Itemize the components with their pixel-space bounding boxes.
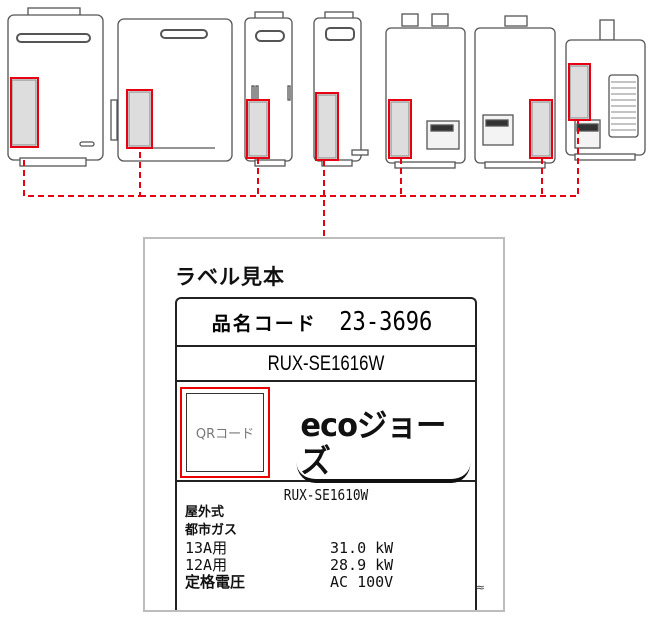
label-highlight [10, 77, 39, 148]
spec-label: 定格電圧 [185, 573, 246, 591]
spec-value: AC 100V [330, 573, 394, 591]
heater-2 [110, 18, 233, 162]
spec-block: RUX-SE1610W 屋外式 都市ガス 13A用 31.0 kW 12A用 28.… [177, 486, 475, 591]
spec-label: 13A用 [185, 539, 228, 557]
gas-type: 都市ガス [185, 523, 238, 538]
label-highlight [315, 92, 339, 161]
heater-6 [474, 15, 556, 169]
spec-model: RUX-SE1610W [283, 486, 369, 504]
heater-4 [313, 11, 369, 167]
label-sample-title: ラベル見本 [175, 265, 285, 289]
label-highlight [568, 63, 591, 121]
spec-value: 31.0 kW [330, 539, 394, 557]
spec-value: 28.9 kW [330, 556, 394, 574]
rating-label: 品名コード 23-3696 RUX-SE1616W QRコード ecoジョーズ … [175, 297, 477, 610]
spec-row: 12A用 28.9 kW [177, 557, 475, 574]
heater-3 [244, 11, 293, 167]
heater-1 [7, 7, 104, 167]
leader-lines [23, 120, 579, 237]
water-heater-lineup [7, 7, 646, 237]
model-name: RUX-SE1616W [267, 351, 385, 375]
heater-5 [385, 13, 466, 169]
model-row: RUX-SE1616W [177, 347, 475, 382]
spec-row: 13A用 31.0 kW [177, 540, 475, 557]
product-code-value: 23-3696 [338, 307, 433, 337]
eco-jozu-logo: ecoジョーズ [296, 407, 471, 483]
spec-label: 12A用 [185, 556, 228, 574]
label-highlights [10, 63, 591, 161]
product-code-label: 品名コード [211, 312, 317, 335]
qr-logo-row: QRコード ecoジョーズ [177, 382, 475, 483]
qr-code-highlight: QRコード [180, 387, 270, 478]
continuation-mark: ≈ [475, 581, 485, 594]
label-sample-panel: ラベル見本 品名コード 23-3696 RUX-SE1616W QRコード ec… [143, 237, 505, 612]
install-type: 屋外式 [185, 505, 225, 520]
qr-code-placeholder: QRコード [186, 393, 264, 472]
heater-7 [565, 19, 646, 161]
spec-row: 定格電圧 AC 100V [177, 574, 475, 591]
product-code-row: 品名コード 23-3696 [177, 299, 475, 347]
label-highlight [126, 89, 153, 149]
